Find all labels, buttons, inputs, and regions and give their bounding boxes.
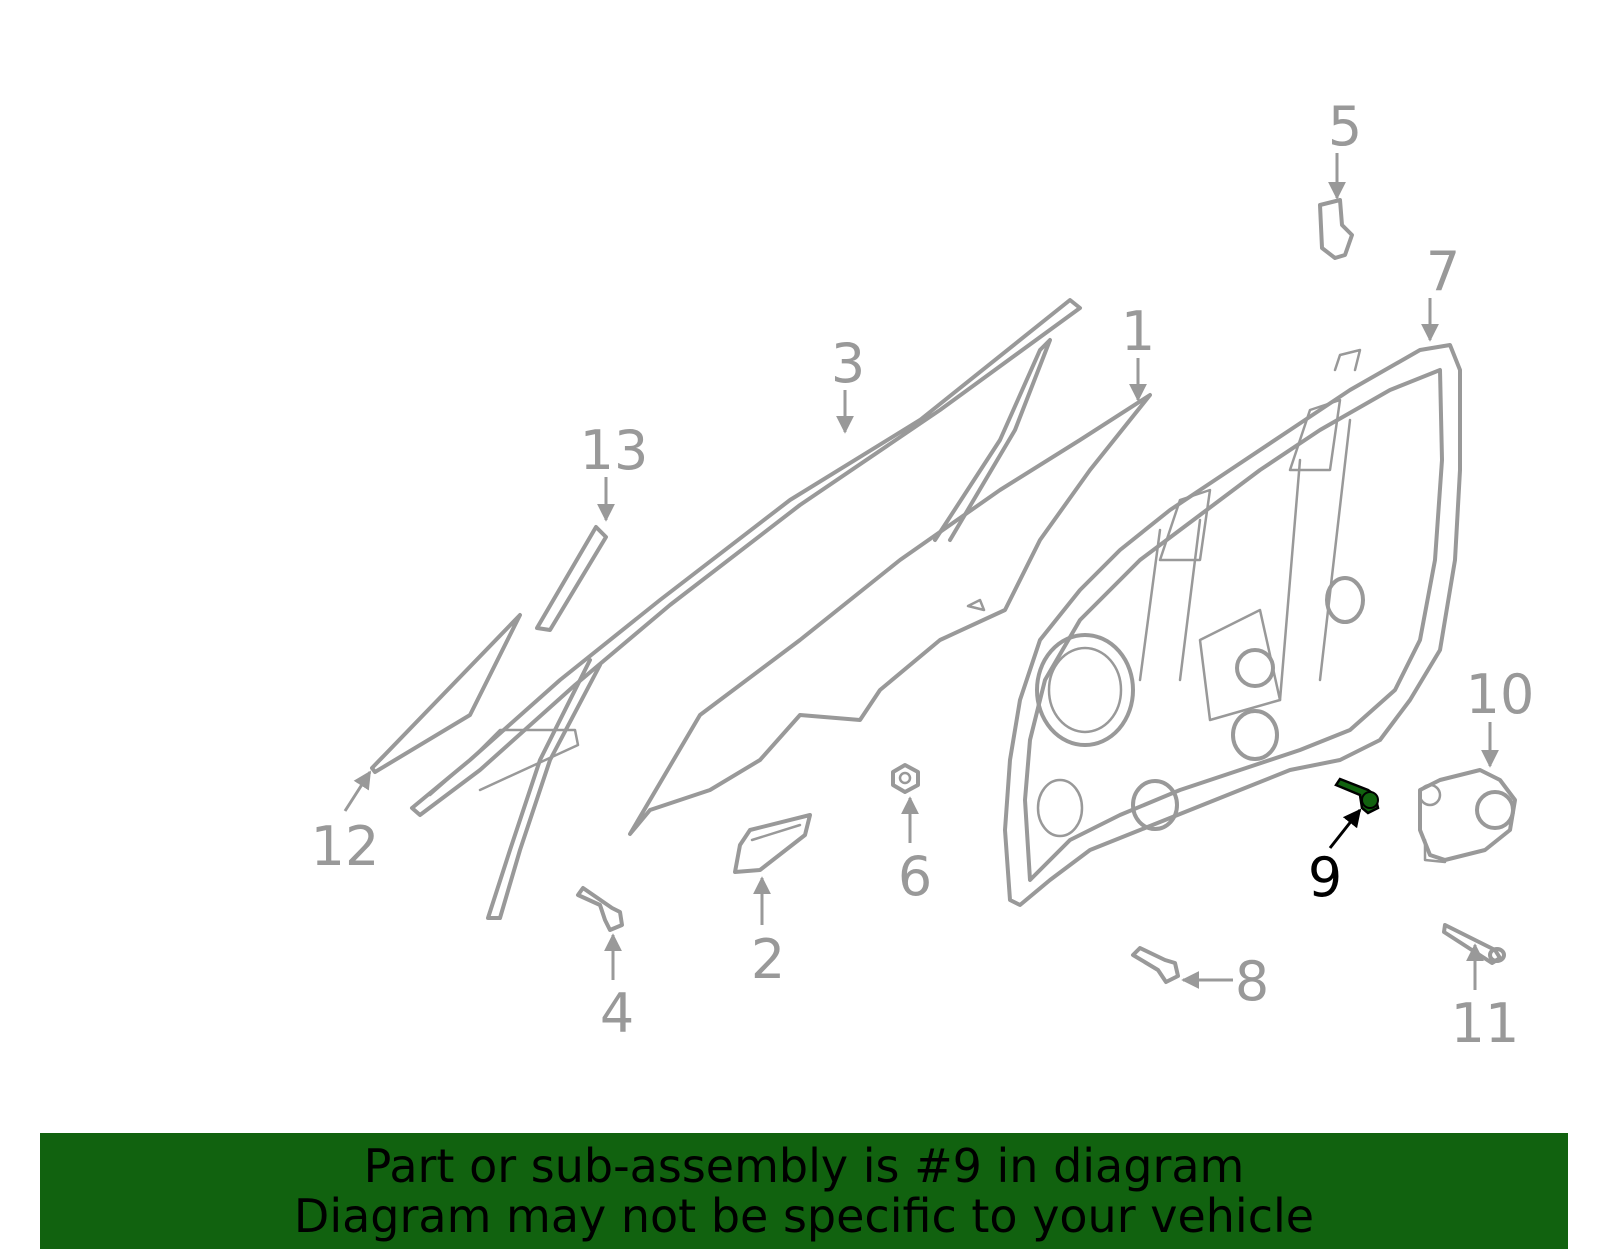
leader-9	[1328, 808, 1362, 849]
part-9-screw-highlighted	[1334, 777, 1380, 815]
callout-10: 10	[1466, 663, 1535, 726]
part-7-door-module	[1003, 343, 1462, 907]
part-2-pad	[733, 813, 812, 874]
part-13-strip	[535, 525, 608, 632]
callout-3: 3	[831, 332, 865, 395]
callout-9-highlighted: 9	[1308, 846, 1342, 909]
callout-13: 13	[580, 419, 649, 482]
callout-1: 1	[1121, 300, 1155, 363]
part-5-clip	[1318, 198, 1354, 260]
callout-5: 5	[1328, 95, 1362, 158]
part-6-nut	[891, 763, 920, 794]
info-banner: Part or sub-assembly is #9 in diagram Di…	[40, 1133, 1568, 1249]
part-4-bolt	[576, 886, 624, 932]
callout-12: 12	[311, 815, 380, 878]
part-8-bolt	[1131, 946, 1180, 984]
part-1-door-glass	[628, 393, 1152, 836]
callout-7: 7	[1426, 240, 1460, 303]
part-10-motor	[1418, 768, 1517, 864]
callout-8: 8	[1235, 950, 1269, 1013]
callout-2: 2	[751, 928, 785, 991]
callout-4: 4	[600, 982, 634, 1045]
callout-11: 11	[1451, 992, 1520, 1055]
part-12-quarter-glass	[370, 613, 522, 774]
callout-6: 6	[898, 845, 932, 908]
banner-line-1: Part or sub-assembly is #9 in diagram	[363, 1139, 1245, 1193]
part-3-run-channel	[410, 298, 1082, 920]
leader-12	[343, 770, 372, 812]
part-11-pin	[1442, 923, 1506, 965]
banner-line-2: Diagram may not be specific to your vehi…	[293, 1189, 1315, 1243]
